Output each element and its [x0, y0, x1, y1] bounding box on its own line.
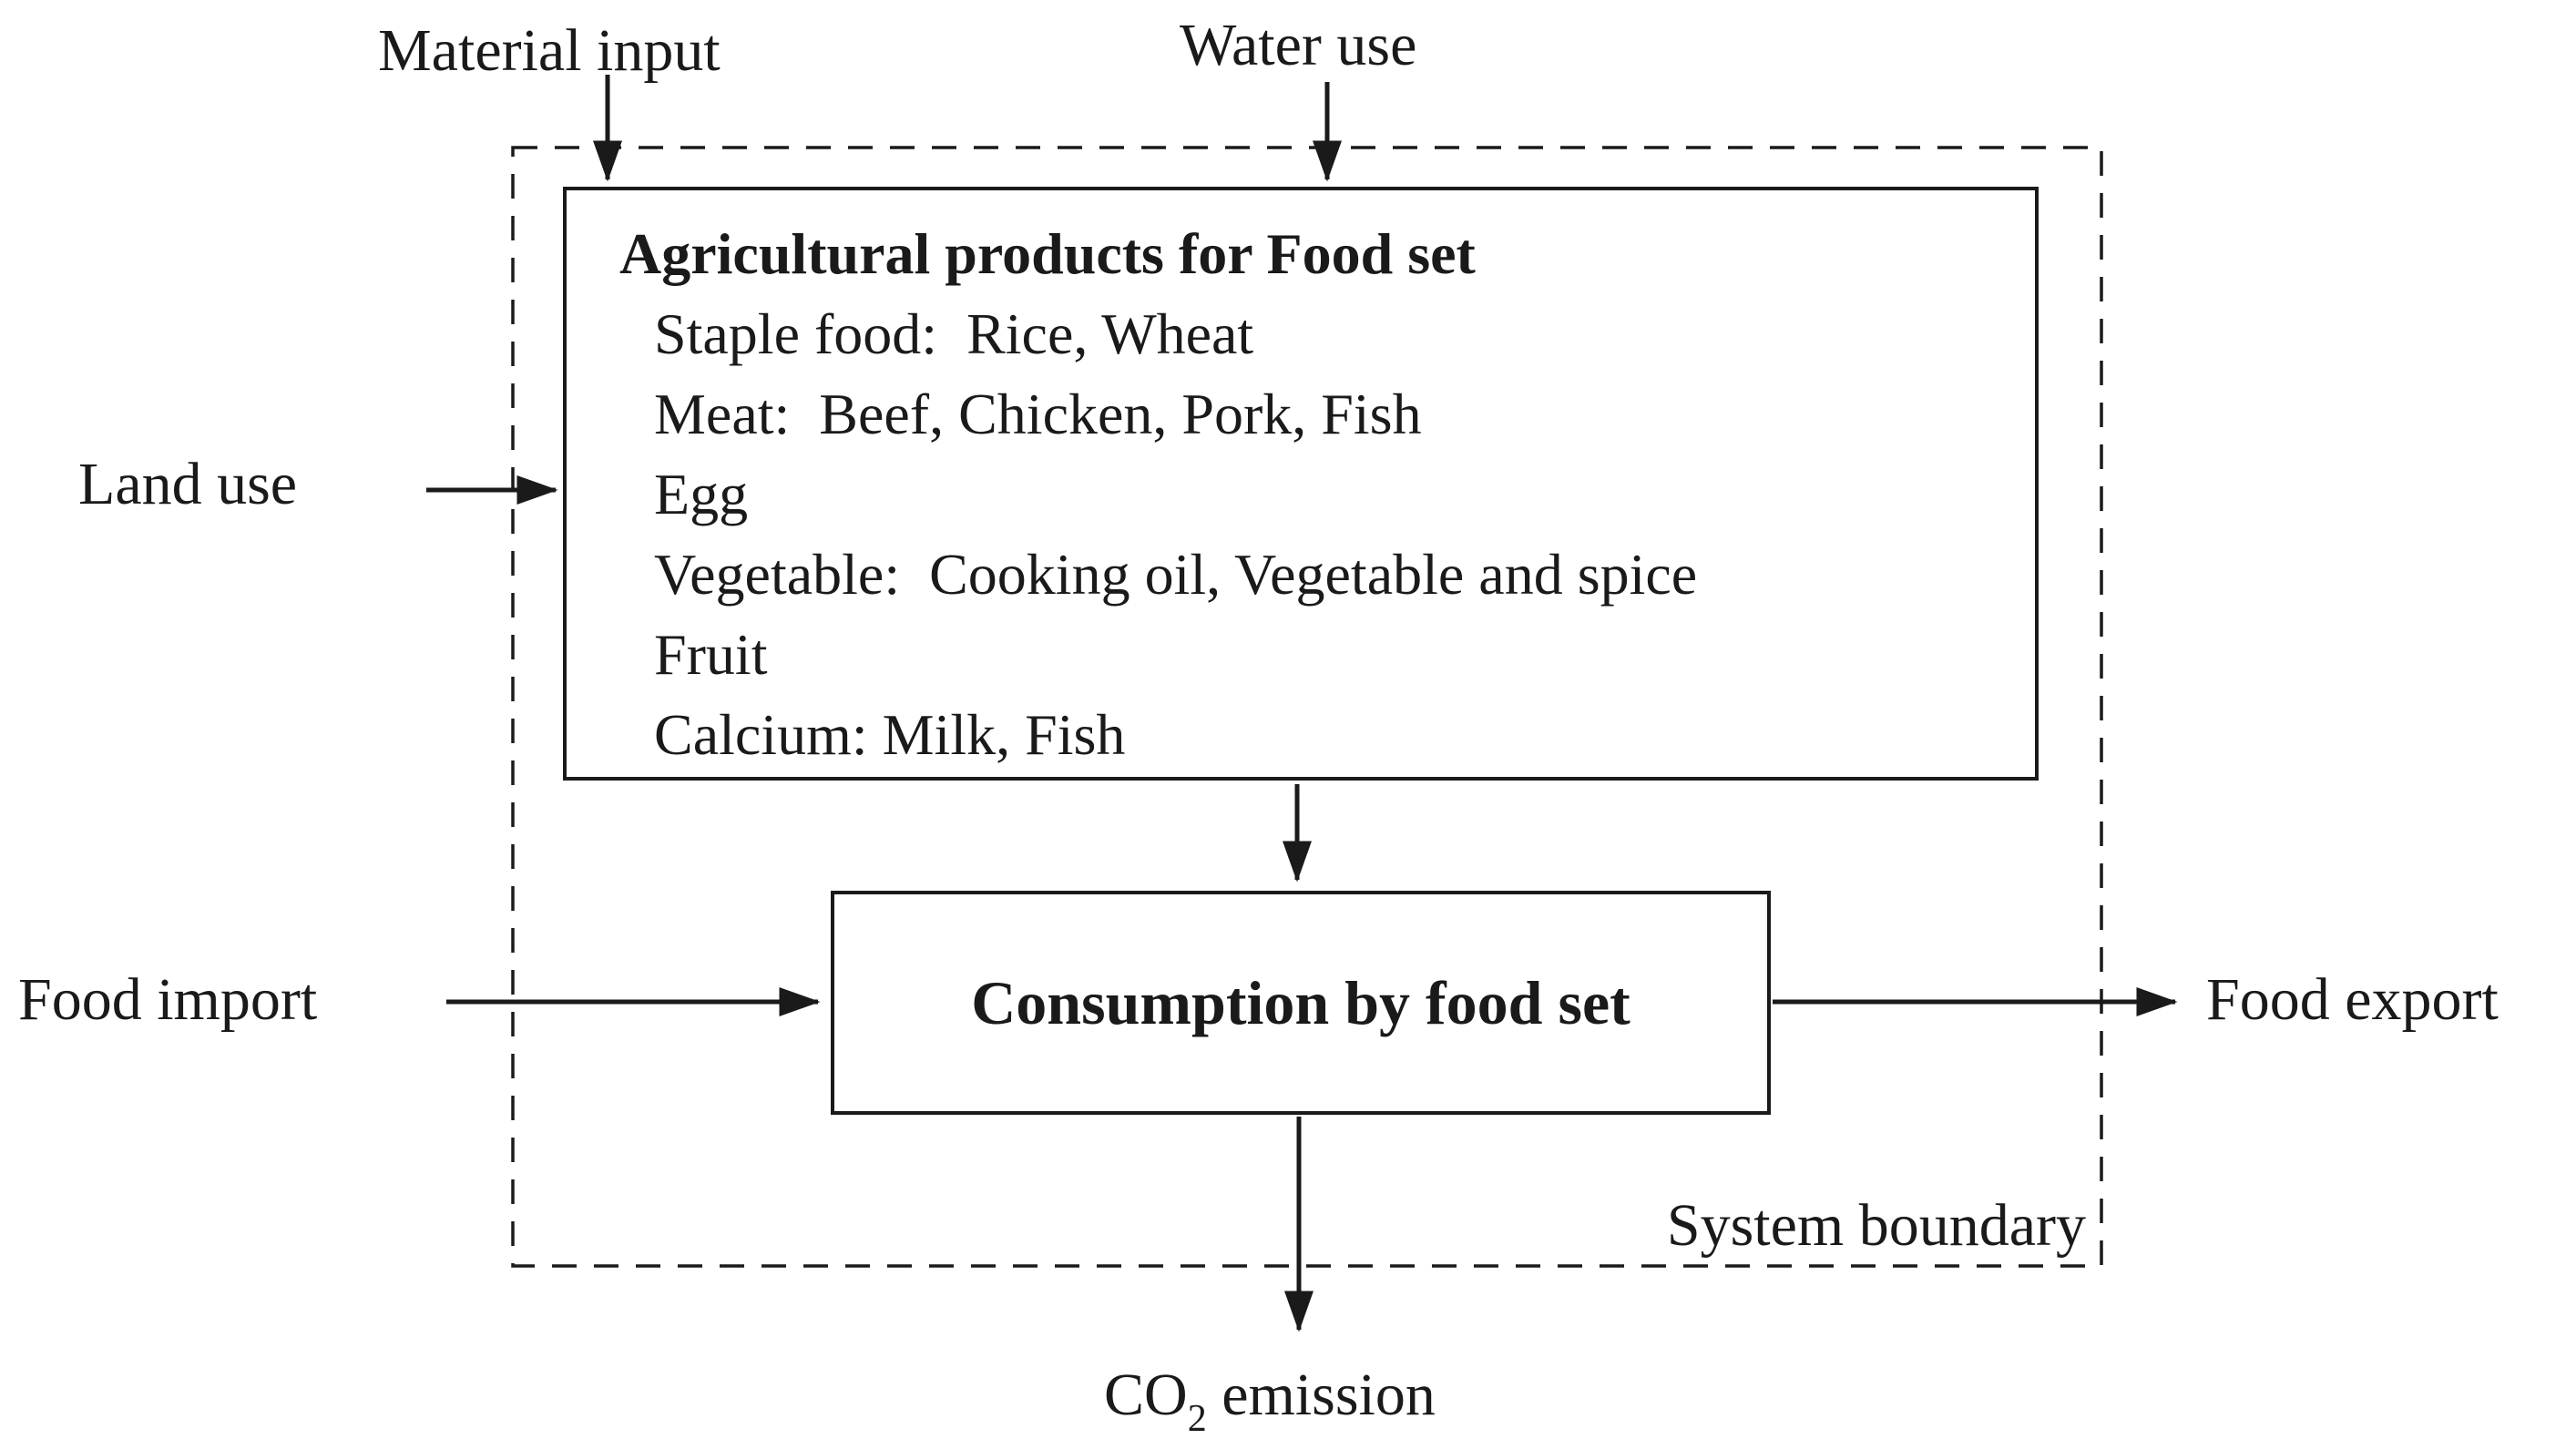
ag-item-vegetable: Vegetable: Cooking oil, Vegetable and sp…	[654, 542, 1698, 607]
ag-item-staple-food: Staple food: Rice, Wheat	[654, 301, 1254, 366]
water-use-label: Water use	[1180, 12, 1417, 78]
co2-prefix: CO	[1104, 1362, 1188, 1428]
consumption-box-title: Consumption by food set	[971, 967, 1630, 1037]
material-input-label: Material input	[378, 17, 721, 84]
ag-item-calcium: Calcium: Milk, Fish	[654, 702, 1126, 767]
ag-item-meat: Meat: Beef, Chicken, Pork, Fish	[654, 382, 1422, 446]
food-export-label: Food export	[2206, 966, 2499, 1033]
agricultural-products-title: Agricultural products for Food set	[619, 221, 1476, 286]
co2-emission-label: CO2 emission	[1104, 1362, 1436, 1439]
food-import-label: Food import	[18, 966, 318, 1033]
ag-item-fruit: Fruit	[654, 622, 768, 687]
land-use-label: Land use	[78, 451, 298, 517]
co2-subscript: 2	[1187, 1398, 1207, 1439]
system-boundary-label: System boundary	[1666, 1192, 2086, 1259]
ag-item-egg: Egg	[654, 462, 749, 526]
agricultural-products-box: Agricultural products for Food set Stapl…	[563, 187, 2039, 781]
consumption-box: Consumption by food set	[831, 891, 1771, 1115]
system-boundary-dashed-rect	[511, 146, 2103, 1268]
co2-suffix: emission	[1206, 1362, 1436, 1428]
